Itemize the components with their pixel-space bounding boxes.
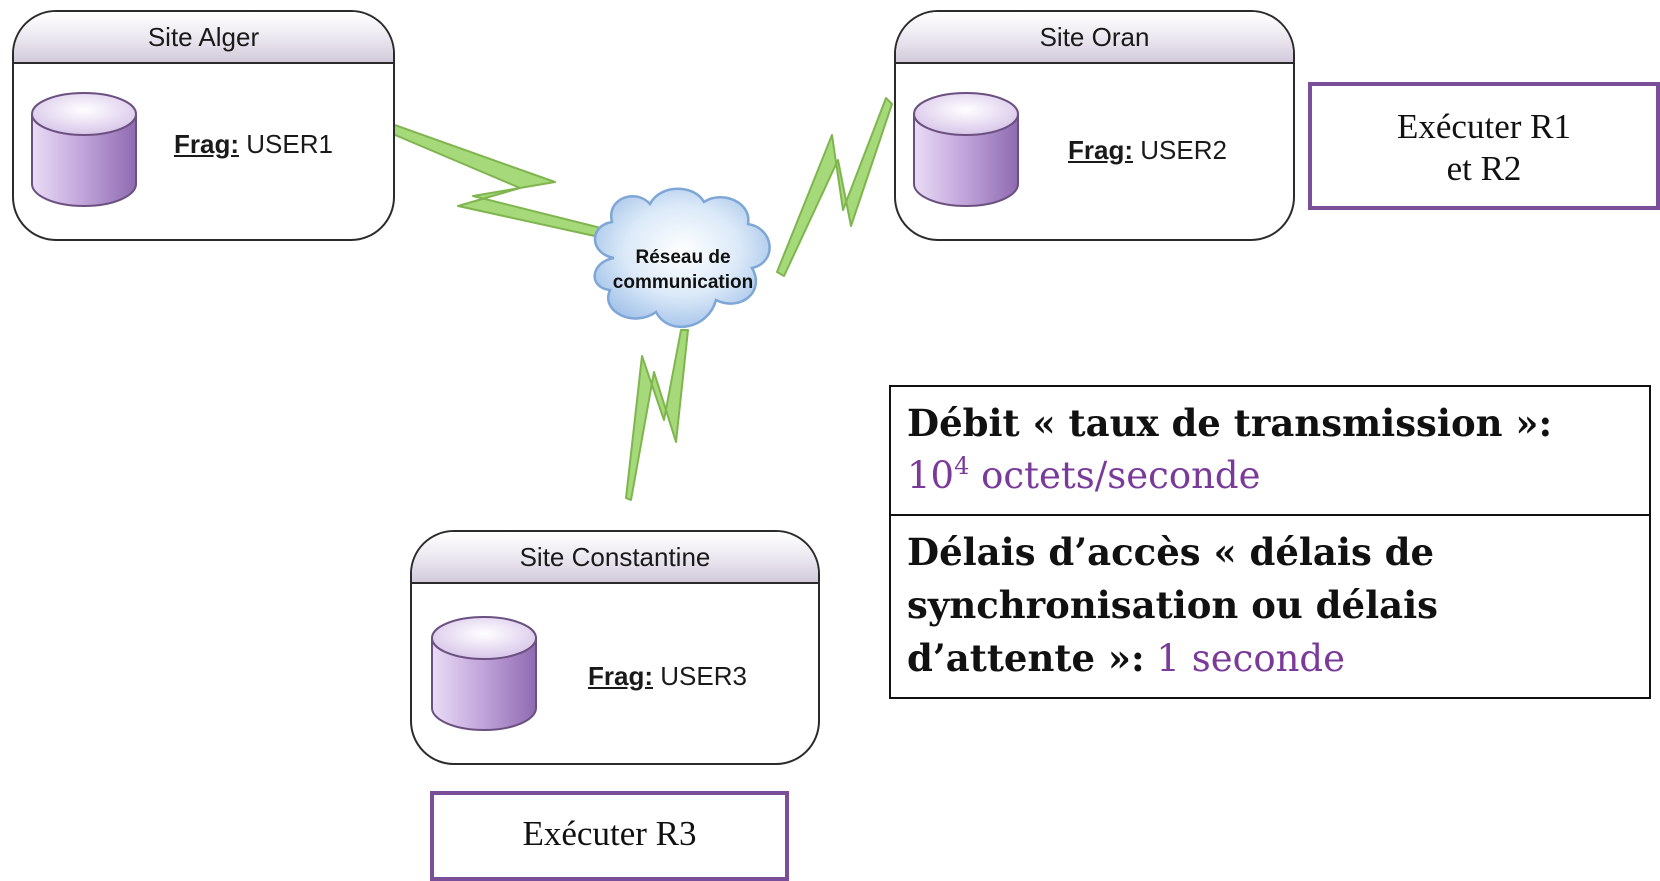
transmission-info-table: Débit « taux de transmission »: 104 octe… — [889, 385, 1651, 699]
database-icon — [31, 92, 137, 207]
rate-base: 10 — [907, 454, 955, 497]
delay-value: 1 seconde — [1144, 637, 1346, 680]
network-diagram — [387, 97, 893, 501]
fragment-key: Frag: — [588, 661, 653, 691]
database-icon — [913, 92, 1019, 207]
network-label-line2: communication — [612, 272, 754, 293]
network-label: Réseau de communication — [583, 245, 783, 295]
site-title: Site Oran — [896, 12, 1293, 64]
delay-row: Délais d’accès « délais de synchronisati… — [891, 514, 1649, 697]
exec-box-constantine: Exécuter R3 — [430, 791, 789, 881]
exec-line1: Exécuter R1 — [1397, 107, 1571, 146]
fragment-key: Frag: — [1068, 135, 1133, 165]
link-alger-network — [387, 123, 626, 243]
fragment-value: USER3 — [660, 661, 747, 691]
site-alger: Site Alger Frag: USER1 — [12, 10, 395, 241]
rate-unit: octets/seconde — [969, 454, 1261, 497]
cloud-icon — [593, 187, 771, 329]
rate-label: Débit « taux de transmission »: — [907, 401, 1553, 445]
fragment-key: Frag: — [174, 129, 239, 159]
network-label-line1: Réseau de — [635, 247, 731, 268]
exec-line2: et R2 — [1446, 149, 1522, 188]
database-icon — [431, 616, 537, 731]
rate-row: Débit « taux de transmission »: 104 octe… — [891, 387, 1649, 514]
fragment-label: Frag: USER2 — [1068, 135, 1227, 166]
rate-exponent: 4 — [954, 452, 970, 480]
link-constantine-network — [625, 329, 689, 501]
site-title: Site Constantine — [412, 532, 818, 584]
site-title: Site Alger — [14, 12, 393, 64]
rate-value: 104 octets/seconde — [907, 454, 1261, 497]
delay-label: Délais d’accès « délais de synchronisati… — [907, 530, 1438, 680]
fragment-value: USER2 — [1140, 135, 1227, 165]
fragment-label: Frag: USER1 — [174, 129, 333, 160]
exec-text: Exécuter R3 — [522, 814, 697, 853]
fragment-label: Frag: USER3 — [588, 661, 747, 692]
site-oran: Site Oran Frag: USER2 — [894, 10, 1295, 241]
exec-box-oran: Exécuter R1 et R2 — [1308, 82, 1660, 210]
fragment-value: USER1 — [246, 129, 333, 159]
site-constantine: Site Constantine Frag: USER3 — [410, 530, 820, 765]
link-oran-network — [776, 97, 893, 277]
